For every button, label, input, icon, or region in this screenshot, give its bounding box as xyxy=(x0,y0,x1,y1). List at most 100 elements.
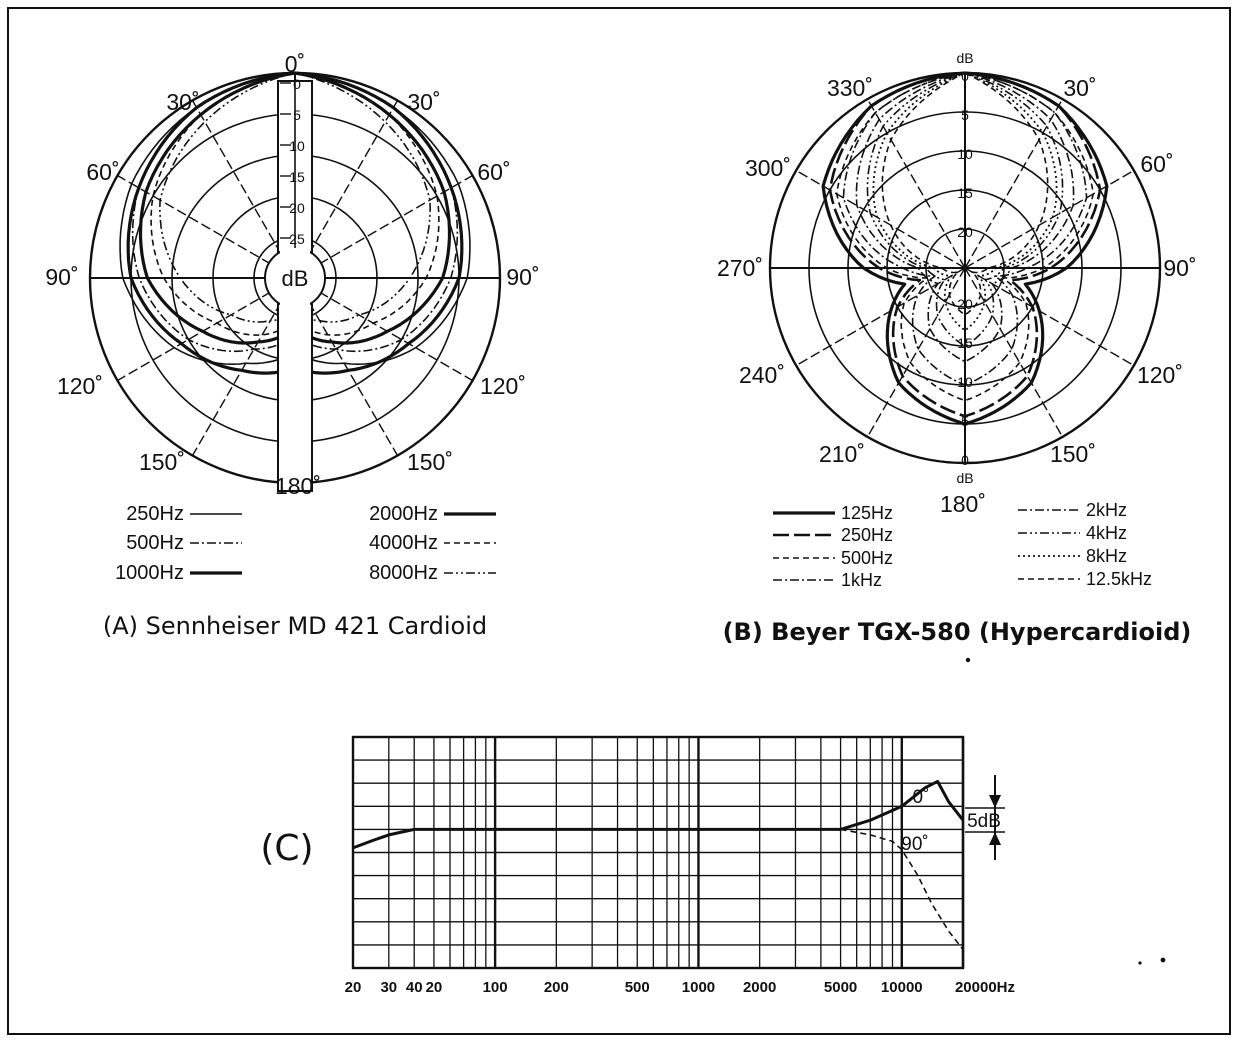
polar-spoke xyxy=(866,98,966,269)
angle-label: 30˚ xyxy=(407,89,440,115)
angle-label: 90˚ xyxy=(1163,255,1196,281)
legend-label: 250Hz xyxy=(126,503,184,525)
polar-series-1 xyxy=(828,71,1102,418)
polar-series-7 xyxy=(881,72,1049,316)
angle-label: 300˚ xyxy=(745,155,791,181)
angle-label: 150˚ xyxy=(1050,441,1096,467)
scale-arrow-bottom xyxy=(989,832,1001,845)
legend-label: 2kHz xyxy=(1086,500,1127,520)
legend-label: 12.5kHz xyxy=(1086,569,1152,589)
legend-label: 125Hz xyxy=(841,503,893,523)
figure-frame xyxy=(7,7,1231,1035)
b-scale-top: 5 xyxy=(961,107,969,123)
stray-dot xyxy=(1160,957,1166,963)
scale-arrow-top xyxy=(989,795,1001,808)
angle-label: 180˚ xyxy=(275,473,321,499)
stray-dot xyxy=(965,657,971,663)
scale-tick-label: 10 xyxy=(289,138,305,154)
angle-label: 150˚ xyxy=(139,449,185,475)
chart-b-title: (B) Beyer TGX-580 (Hypercardioid) xyxy=(723,618,1192,646)
polar-spoke xyxy=(964,169,1135,269)
angle-label: 330˚ xyxy=(827,75,873,101)
chart-c-title: (C) xyxy=(260,828,313,869)
b-scale-bottom: 5 xyxy=(961,413,969,429)
scale-tick-label: 15 xyxy=(289,169,305,185)
x-tick-label: 10000 xyxy=(881,979,923,996)
b-scale-bottom: 15 xyxy=(957,335,973,351)
b-scale-bottom: 10 xyxy=(957,374,973,390)
polar-spoke xyxy=(795,267,966,367)
angle-label: 30˚ xyxy=(166,89,199,115)
angle-label: 120˚ xyxy=(480,373,526,399)
center-db-label: dB xyxy=(282,266,309,291)
x-tick-label: 200 xyxy=(544,979,569,996)
angle-label: 240˚ xyxy=(739,362,785,388)
series-1-label: 90˚ xyxy=(901,834,928,855)
polar-series-3 xyxy=(842,72,1088,386)
b-db-bottom: dB xyxy=(956,470,973,486)
legend-label: 500Hz xyxy=(841,548,893,568)
scale-bar-label: 5dB xyxy=(967,811,1001,832)
b-scale-top: 0 xyxy=(961,68,969,84)
b-scale-top: 20 xyxy=(957,224,973,240)
polar-series-0 xyxy=(821,71,1109,426)
stem-fill xyxy=(280,288,310,489)
scale-tick-label: 5 xyxy=(293,107,301,123)
polar-series-4 xyxy=(855,72,1075,363)
x-tick-label: 100 xyxy=(483,979,508,996)
legend-label: 8kHz xyxy=(1086,546,1127,566)
polar-series-2 xyxy=(835,72,1095,402)
x-tick-label: 1000 xyxy=(682,979,715,996)
freq-series-1 xyxy=(840,828,964,950)
legend-label: 4kHz xyxy=(1086,523,1127,543)
angle-label: 60˚ xyxy=(477,159,510,185)
angle-label: 210˚ xyxy=(819,441,865,467)
x-tick-label: 40 xyxy=(406,979,423,996)
x-tick-label: 30 xyxy=(380,979,397,996)
freq-series-0 xyxy=(352,779,965,850)
legend-label: 1000Hz xyxy=(115,562,184,584)
legend-label: 1kHz xyxy=(841,570,882,590)
legend-label: 500Hz xyxy=(126,532,184,554)
x-tick-label: 20 xyxy=(426,979,443,996)
angle-label: 0˚ xyxy=(285,51,305,77)
angle-label: 60˚ xyxy=(86,159,119,185)
polar-series-5 xyxy=(866,72,1064,347)
polar-series-6 xyxy=(872,72,1058,332)
b-scale-top: 10 xyxy=(957,146,973,162)
series-0-label: 0˚ xyxy=(913,787,930,808)
x-tick-label: 20000Hz xyxy=(955,979,1015,996)
x-tick-label: 5000 xyxy=(824,979,857,996)
angle-label: 150˚ xyxy=(407,449,453,475)
polar-spoke xyxy=(964,98,1064,269)
angle-label: 120˚ xyxy=(57,373,103,399)
angle-label: 120˚ xyxy=(1137,362,1183,388)
angle-label: 90˚ xyxy=(506,264,539,290)
angle-label: 180˚ xyxy=(940,491,986,517)
x-tick-label: 500 xyxy=(625,979,650,996)
polar-spoke xyxy=(294,277,473,382)
angle-label: 30˚ xyxy=(1063,75,1096,101)
b-scale-top: 15 xyxy=(957,185,973,201)
polar-spoke xyxy=(117,277,296,382)
angle-label: 90˚ xyxy=(45,264,78,290)
legend-label: 2000Hz xyxy=(369,503,438,525)
scale-tick-label: 20 xyxy=(289,200,305,216)
polar-spoke xyxy=(795,169,966,269)
angle-label: 60˚ xyxy=(1140,151,1173,177)
x-tick-label: 20 xyxy=(345,979,362,996)
chart-a-title: (A) Sennheiser MD 421 Cardioid xyxy=(103,612,487,640)
polar-chart-a: 0 5 10 15 20 25 dB 0˚ 30˚ 60˚ 90˚ 120˚ 150˚ 180˚ 150˚ 1… xyxy=(45,51,539,640)
x-tick-label: 2000 xyxy=(743,979,776,996)
legend-label: 8000Hz xyxy=(369,562,438,584)
scale-tick-label: 25 xyxy=(289,231,305,247)
scale-tick-label: 0 xyxy=(293,76,301,92)
b-db-top: dB xyxy=(956,50,973,66)
polar-spoke xyxy=(866,267,966,438)
b-scale-bottom: 20 xyxy=(957,296,973,312)
legend-label: 250Hz xyxy=(841,525,893,545)
stray-dot xyxy=(1138,961,1142,965)
